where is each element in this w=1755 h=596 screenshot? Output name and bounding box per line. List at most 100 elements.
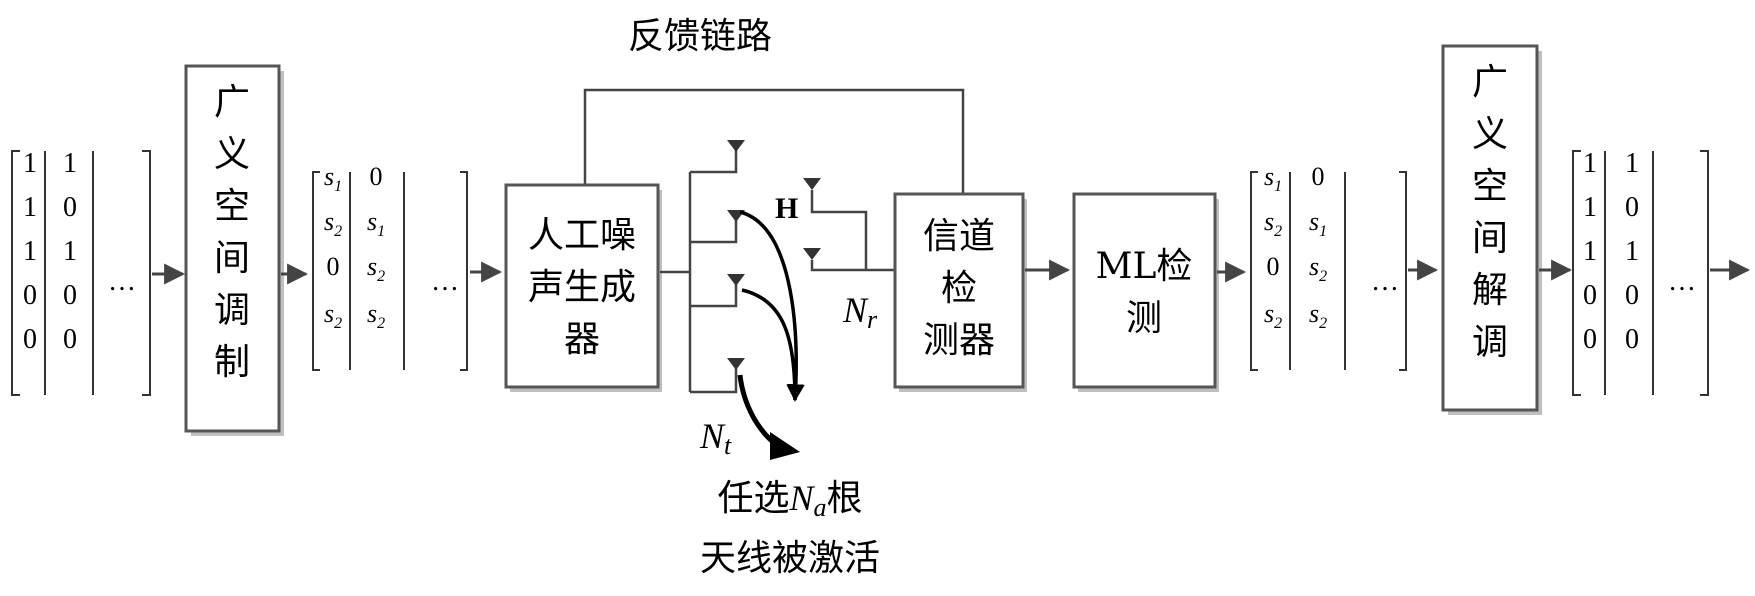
- antenna-icon: [727, 140, 745, 152]
- selection-arrow: [739, 210, 805, 402]
- matrix-cell: s2: [367, 299, 385, 332]
- nt-label: Nt: [699, 416, 732, 460]
- nr-main: N: [842, 290, 869, 330]
- matrix-cell: 0: [63, 192, 77, 223]
- ml-detector-label-line: ML检: [1096, 246, 1193, 287]
- tx-antenna-feed: [690, 148, 738, 174]
- ellipsis: …: [1668, 266, 1696, 297]
- artificial-noise-generator-box: [504, 183, 660, 389]
- matrix-cell: 0: [63, 324, 77, 355]
- matrix-cell: s1: [324, 162, 342, 195]
- matrix-left-bracket: [1572, 150, 1581, 396]
- matrix-cell: 0: [63, 280, 77, 311]
- matrix-cell: 0: [1583, 324, 1597, 355]
- matrix-left-bracket: [11, 150, 20, 396]
- matrix-cell: 1: [23, 148, 37, 179]
- matrix-cell: 1: [1583, 236, 1597, 267]
- select-label-post: 根: [827, 478, 863, 519]
- matrix-cell: 0: [23, 280, 37, 311]
- demodulator-label-char: 空: [1472, 166, 1508, 207]
- antenna-icon: [803, 248, 821, 260]
- nt-sub: t: [724, 431, 732, 460]
- modulator-label-char: 义: [214, 134, 250, 175]
- matrix-cell: 0: [1312, 162, 1325, 191]
- matrix-cell: 0: [23, 324, 37, 355]
- generalized-spatial-modulation-box: [184, 64, 281, 433]
- na-sub: a: [814, 493, 827, 522]
- select-antennas-label: 任选Na根: [717, 478, 862, 522]
- ellipsis: …: [1371, 266, 1399, 297]
- modulator-label-char: 广: [214, 82, 250, 123]
- select-label-pre: 任选: [717, 478, 789, 519]
- matrix-cell: 1: [1625, 236, 1639, 267]
- antenna-icon: [803, 178, 821, 190]
- selection-arrow: [741, 288, 804, 402]
- antenna-icon: [727, 274, 745, 286]
- demodulator-label-char: 广: [1472, 62, 1508, 103]
- matrix-cell: 0: [327, 252, 340, 281]
- transmit-antenna-array: [660, 140, 745, 394]
- nr-sub: r: [867, 305, 878, 334]
- selection-arrow: [737, 374, 791, 453]
- matrix-cell: 0: [1267, 252, 1280, 281]
- matrix-cell: s1: [1309, 207, 1327, 240]
- noise-generator-label-line: 声生成: [528, 267, 636, 308]
- rx-antenna-feed: [810, 260, 895, 272]
- matrix-cell: 0: [370, 162, 383, 191]
- matrix-cell: 1: [1583, 148, 1597, 179]
- feedback-link-line: [583, 88, 965, 194]
- demodulator-label-char: 义: [1472, 114, 1508, 155]
- receive-antenna-array: [803, 178, 895, 272]
- ellipsis: …: [108, 266, 136, 297]
- matrix-cell: s2: [1264, 207, 1282, 240]
- matrix-cell: 1: [63, 236, 77, 267]
- nt-main: N: [699, 416, 726, 456]
- antenna-selection-arrows: [737, 210, 805, 460]
- matrix-right-bracket: [460, 171, 468, 371]
- matrix-cell: 1: [23, 236, 37, 267]
- channel-detector-label-line: 信道: [923, 216, 995, 257]
- matrix-cell: s2: [324, 207, 342, 240]
- matrix-cell: 0: [1625, 324, 1639, 355]
- matrix-cell: s2: [1309, 252, 1327, 285]
- channel-detector-box: [893, 192, 1025, 389]
- rx-antenna-feed: [810, 190, 868, 270]
- matrix-cell: 1: [23, 192, 37, 223]
- matrix-cell: s1: [367, 207, 385, 240]
- matrix-cell: 0: [1625, 192, 1639, 223]
- ml-detector-label-line: 测: [1126, 298, 1162, 339]
- matrix-cell: 1: [1625, 148, 1639, 179]
- ml-detector-box: [1072, 192, 1217, 389]
- na-main: N: [788, 478, 815, 518]
- feedback-label: 反馈链路: [628, 16, 772, 57]
- channel-detector-label-line: 测器: [923, 320, 995, 361]
- demodulator-label-char: 间: [1472, 218, 1508, 259]
- noise-generator-label-line: 器: [564, 319, 600, 360]
- channel-matrix-symbol: H: [775, 192, 798, 225]
- matrix-cell: s2: [1264, 299, 1282, 332]
- matrix-right-bracket: [1399, 171, 1407, 371]
- nr-label: Nr: [842, 290, 878, 334]
- modulator-label-char: 空: [214, 186, 250, 227]
- matrix-cell: s1: [1264, 162, 1282, 195]
- modulator-label-char: 调: [214, 290, 250, 331]
- antennas-activated-label: 天线被激活: [700, 538, 880, 579]
- matrix-right-bracket: [1700, 150, 1709, 396]
- modulator-label: 广 义 空 间 调 制: [214, 82, 250, 383]
- matrix-cell: s2: [367, 252, 385, 285]
- matrix-cell: 1: [1583, 192, 1597, 223]
- matrix-cell: s2: [1309, 299, 1327, 332]
- ellipsis: …: [431, 266, 459, 297]
- matrix-cell: 0: [1625, 280, 1639, 311]
- demodulator-label-char: 调: [1472, 322, 1508, 363]
- demodulator-label: 广 义 空 间 解 调: [1472, 62, 1508, 363]
- modulator-label-char: 间: [214, 238, 250, 279]
- detected-symbol-matrix: s1 0 s2 s1 0 s2 s2 s2: [1250, 162, 1407, 371]
- matrix-left-bracket: [312, 171, 320, 371]
- matrix-cell: 0: [1583, 280, 1597, 311]
- modulator-label-char: 制: [214, 342, 250, 383]
